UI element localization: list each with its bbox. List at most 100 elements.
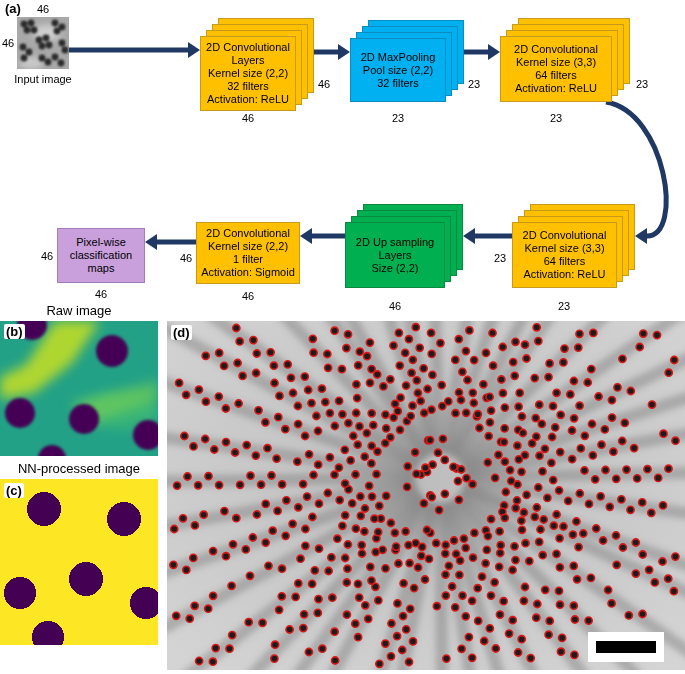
particle-marker	[565, 497, 572, 504]
particle-marker	[482, 560, 489, 567]
particle-marker	[424, 385, 431, 392]
particle-marker	[428, 406, 435, 413]
particle-marker	[374, 371, 381, 378]
particle-marker	[653, 332, 660, 339]
particle-marker	[581, 432, 588, 439]
particle-marker	[621, 419, 628, 426]
dimension-label: 46	[41, 250, 53, 263]
particle-marker	[345, 420, 352, 427]
particle-marker	[561, 345, 568, 352]
particle-marker	[513, 497, 520, 504]
conv-layer-box: 2D ConvolutionalKernel size (2,2)1 filte…	[196, 222, 300, 284]
particle-marker	[497, 549, 504, 556]
particle-marker	[546, 617, 553, 624]
particle-marker	[292, 593, 299, 600]
particle-marker	[232, 449, 239, 456]
sem-streak	[469, 330, 685, 469]
particle-marker	[438, 382, 445, 389]
particle-marker	[413, 470, 420, 477]
particle-marker	[612, 532, 619, 539]
particle-marker	[588, 366, 595, 373]
particle-marker	[276, 606, 283, 613]
particle-marker	[391, 529, 398, 536]
particle-marker	[365, 615, 372, 622]
particle-marker	[602, 466, 609, 473]
scale-bar	[596, 641, 656, 653]
particle-marker	[342, 512, 349, 519]
particle-marker	[314, 609, 321, 616]
particle-marker	[463, 409, 470, 416]
particle-marker	[400, 580, 407, 587]
particle-marker	[216, 349, 223, 356]
particle-marker	[619, 355, 626, 362]
particle-marker	[427, 437, 434, 444]
particle-marker	[362, 602, 369, 609]
particle-marker	[671, 356, 678, 363]
particle-marker	[459, 368, 466, 375]
particle-marker	[229, 632, 236, 639]
particle-marker	[245, 619, 252, 626]
particle-marker	[454, 478, 461, 485]
particle-marker	[405, 542, 412, 549]
particle-marker	[174, 482, 181, 489]
particle-marker	[570, 377, 577, 384]
particle-marker	[581, 467, 588, 474]
particle-marker	[575, 544, 582, 551]
particle-marker	[455, 336, 462, 343]
particle-marker	[343, 345, 350, 352]
particle-marker	[376, 660, 383, 667]
particle-marker	[553, 550, 560, 557]
particle-marker	[287, 374, 294, 381]
particle-marker	[614, 384, 621, 391]
particle-marker	[557, 449, 564, 456]
particle-marker	[559, 634, 566, 641]
particle-marker	[576, 330, 583, 337]
layer-text: Kernel size (2,2)	[201, 240, 295, 253]
connector-line	[464, 50, 488, 55]
particle-marker	[300, 625, 307, 632]
particle-marker	[239, 372, 246, 379]
particle-marker	[354, 395, 361, 402]
particle-marker	[269, 527, 276, 534]
particle-marker	[310, 471, 317, 478]
particle-marker	[526, 558, 533, 565]
particle-marker	[396, 426, 403, 433]
particle-marker	[262, 539, 269, 546]
dimension-label: 46	[2, 37, 14, 50]
particle-marker	[331, 422, 338, 429]
particle-marker	[294, 458, 301, 465]
particle-marker	[480, 381, 487, 388]
image-band	[0, 321, 100, 399]
particle-marker	[403, 382, 410, 389]
particle-marker	[179, 515, 186, 522]
particle-marker	[429, 461, 436, 468]
particle-marker	[215, 393, 222, 400]
particle-marker	[502, 488, 509, 495]
particle-marker	[338, 366, 345, 373]
particle-marker	[315, 545, 322, 552]
particle-marker	[394, 600, 401, 607]
particle-marker	[608, 600, 615, 607]
sem-streak	[470, 394, 685, 473]
particle-marker	[422, 464, 429, 471]
particle-marker	[627, 387, 634, 394]
particle-marker	[520, 597, 527, 604]
layer-text: 64 filters	[517, 255, 612, 268]
particle-marker	[452, 410, 459, 417]
particle-marker	[366, 482, 373, 489]
particle-marker	[608, 414, 615, 421]
particle-marker	[471, 357, 478, 364]
particle-marker	[347, 457, 354, 464]
particle-marker	[374, 448, 381, 455]
particle-marker	[313, 412, 320, 419]
particle-marker	[606, 503, 613, 510]
particle-marker	[613, 561, 620, 568]
particle-marker	[370, 422, 377, 429]
particle-marker	[253, 511, 260, 518]
particle-marker	[407, 605, 414, 612]
particle-marker	[403, 626, 410, 633]
particle-marker	[407, 413, 414, 420]
particle-marker	[420, 500, 427, 507]
particle-marker	[442, 592, 449, 599]
particle-marker	[557, 648, 564, 655]
